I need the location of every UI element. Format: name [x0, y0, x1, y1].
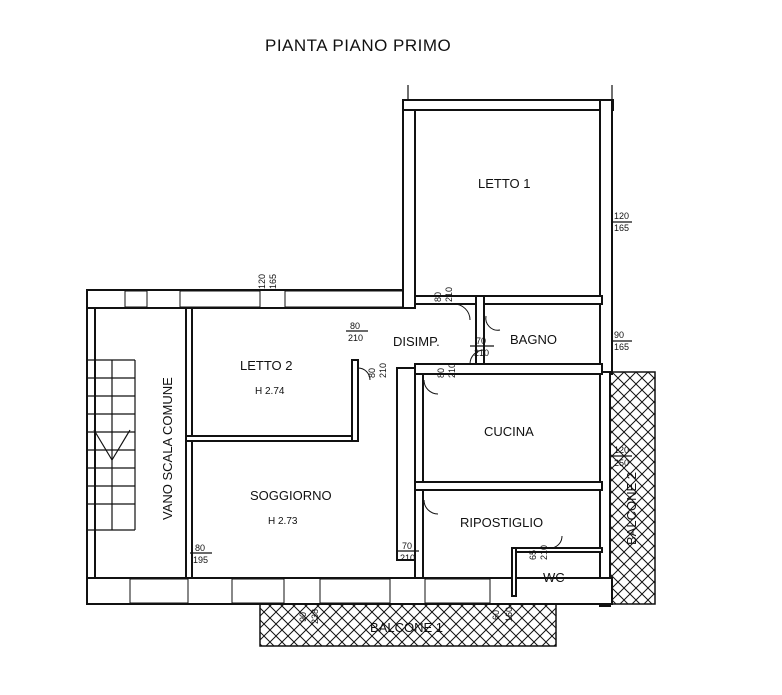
svg-text:80: 80 — [350, 321, 360, 331]
svg-text:80: 80 — [433, 292, 443, 302]
dimension-d-letto1: 80 210 — [433, 287, 454, 302]
doors — [357, 303, 563, 549]
room-balcone-2: BALCONE 2 — [624, 472, 639, 545]
room-wc: WC — [543, 570, 565, 585]
dimension-d-ripost: 70 210 — [397, 541, 419, 563]
svg-text:70: 70 — [402, 541, 412, 551]
svg-text:65: 65 — [528, 550, 538, 560]
dimension-d-bagno: 70 210 — [470, 336, 494, 358]
svg-text:210: 210 — [474, 348, 489, 358]
svg-text:210: 210 — [378, 363, 388, 378]
dimension-d-disimp: 80 210 — [346, 321, 368, 343]
svg-text:195: 195 — [193, 555, 208, 565]
dimension-d-cucina: 80 210 — [436, 363, 457, 378]
svg-text:210: 210 — [348, 333, 363, 343]
svg-text:80: 80 — [195, 543, 205, 553]
svg-text:90: 90 — [298, 612, 308, 622]
svg-text:60: 60 — [491, 610, 501, 620]
svg-text:238: 238 — [310, 609, 320, 624]
svg-text:80: 80 — [367, 368, 377, 378]
dimension-d-soggiorno: 80 195 — [190, 543, 212, 565]
balcone-1-area — [259, 603, 557, 647]
dimension-w-letto2-top: 120 165 — [257, 274, 278, 289]
svg-text:210: 210 — [400, 553, 415, 563]
dimension-w-letto1: 120 165 — [612, 211, 632, 233]
svg-text:80: 80 — [436, 368, 446, 378]
dimension-d-letto2: 80 210 — [367, 363, 388, 378]
svg-text:210: 210 — [447, 363, 457, 378]
room-vano-scala: VANO SCALA COMUNE — [160, 377, 175, 520]
room-ripostiglio: RIPOSTIGLIO — [460, 515, 543, 530]
svg-text:70: 70 — [476, 336, 486, 346]
dimension-d-wc: 65 210 — [528, 545, 549, 560]
balcone-2-area — [608, 371, 656, 605]
svg-text:165: 165 — [614, 223, 629, 233]
inner-walls — [185, 295, 603, 597]
dimension-w-balcone-right: 60 160 — [491, 607, 514, 622]
svg-text:120: 120 — [257, 274, 267, 289]
svg-text:165: 165 — [268, 274, 278, 289]
outer-walls — [86, 85, 614, 607]
svg-text:210: 210 — [539, 545, 549, 560]
svg-text:120: 120 — [614, 445, 629, 455]
room-letto-1: LETTO 1 — [478, 176, 531, 191]
svg-text:165: 165 — [614, 342, 629, 352]
svg-text:120: 120 — [614, 211, 629, 221]
stair — [88, 359, 136, 531]
plan-title: PIANTA PIANO PRIMO — [265, 36, 451, 55]
room-cucina: CUCINA — [484, 424, 534, 439]
svg-text:160: 160 — [504, 607, 514, 622]
room-soggiorno: SOGGIORNO — [250, 488, 332, 503]
svg-text:90: 90 — [614, 330, 624, 340]
room-letto-2-height: H 2.74 — [255, 386, 285, 397]
room-letto-2: LETTO 2 — [240, 358, 293, 373]
room-disimp: DISIMP. — [393, 334, 440, 349]
dimension-w-cucina: 120 250 — [612, 445, 632, 468]
dimension-w-bagno: 90 165 — [612, 330, 632, 352]
room-bagno: BAGNO — [510, 332, 557, 347]
svg-text:250: 250 — [614, 458, 629, 468]
room-soggiorno-height: H 2.73 — [268, 516, 298, 527]
dimension-w-balcone-left: 90 238 — [298, 609, 320, 624]
room-balcone-1: BALCONE 1 — [370, 620, 443, 635]
svg-text:210: 210 — [444, 287, 454, 302]
